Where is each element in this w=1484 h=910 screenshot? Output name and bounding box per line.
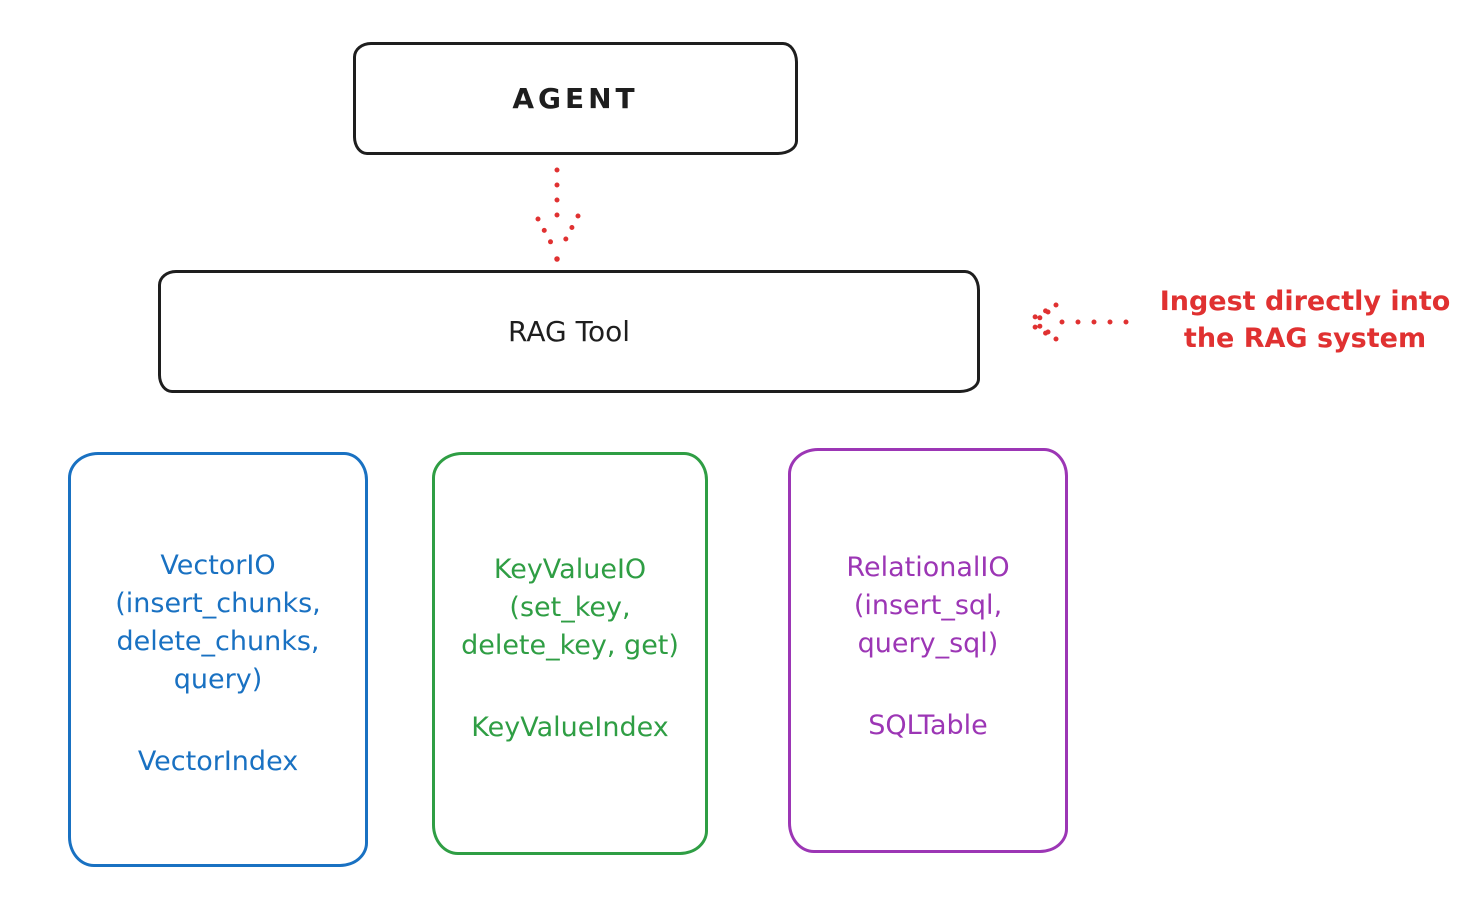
relational-io-line: RelationalIO (846, 552, 1010, 583)
keyvalue-io-line: KeyValueIO (493, 554, 647, 585)
agent-to-rag-arrow (535, 167, 581, 263)
sql-table-label: SQLTable (868, 710, 988, 741)
annotation-line-1: Ingest directly into (1159, 286, 1451, 317)
ingest-annotation-arrow (1023, 302, 1131, 342)
agent-node: AGENT (353, 42, 798, 155)
annotation-line-2: the RAG system (1183, 323, 1427, 354)
vector-io-line: query) (173, 664, 263, 695)
keyvalue-index-label: KeyValueIndex (471, 712, 669, 743)
relational-io-line: query_sql) (857, 628, 999, 659)
agent-label: AGENT (512, 82, 639, 115)
vector-io-line: (insert_chunks, (115, 588, 321, 619)
vector-io-line: delete_chunks, (116, 626, 320, 657)
rag-tool-label: RAG Tool (508, 315, 630, 348)
relational-io-node: RelationalIO (insert_sql, query_sql) SQL… (788, 448, 1068, 853)
vector-io-line: VectorIO (160, 550, 276, 581)
vector-io-node: VectorIO (insert_chunks, delete_chunks, … (68, 452, 368, 867)
keyvalue-io-node: KeyValueIO (set_key, delete_key, get) Ke… (432, 452, 708, 855)
relational-io-line: (insert_sql, (853, 590, 1003, 621)
keyvalue-io-line: delete_key, get) (461, 630, 679, 661)
rag-tool-node: RAG Tool (158, 270, 980, 393)
vector-index-label: VectorIndex (137, 746, 299, 777)
ingest-annotation: Ingest directly into the RAG system (1140, 283, 1470, 357)
keyvalue-io-line: (set_key, (509, 592, 631, 623)
